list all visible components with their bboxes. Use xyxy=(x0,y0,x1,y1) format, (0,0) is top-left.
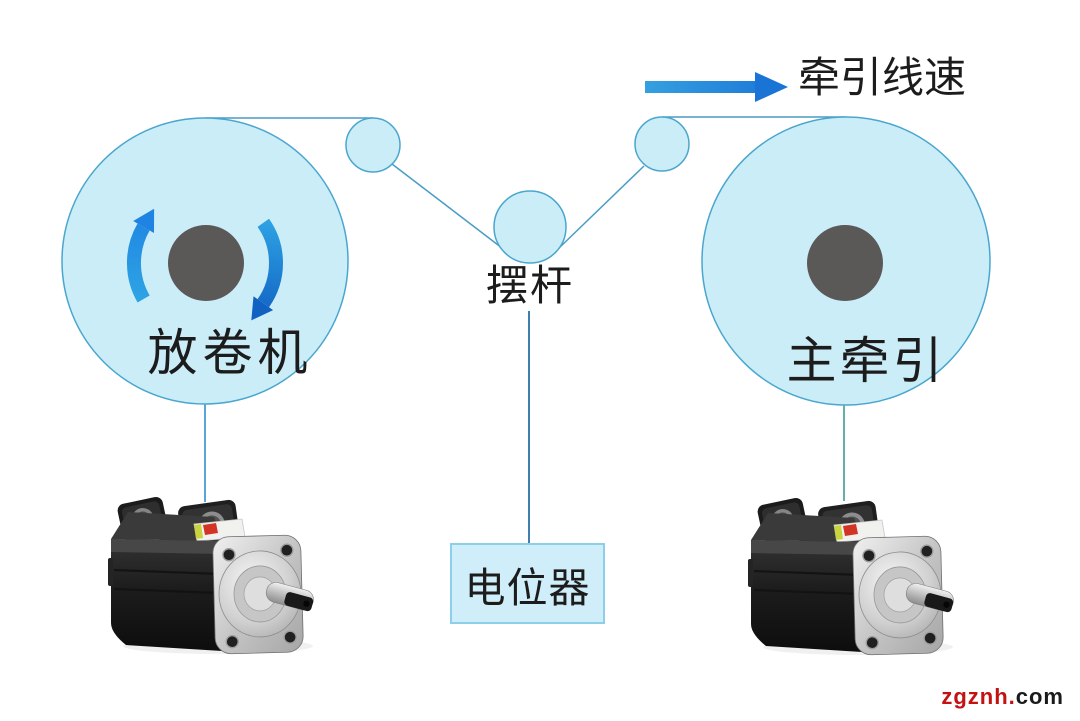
watermark-red-text: zgznh. xyxy=(941,684,1016,709)
rotation-arrows-icon xyxy=(127,208,283,321)
web-line-roller1-to-dancer xyxy=(391,163,503,249)
rotation-arrowhead-left xyxy=(133,208,155,233)
flow-arrow-icon xyxy=(645,72,788,102)
servo-motor-left xyxy=(106,494,317,656)
rotation-arc-left xyxy=(127,223,150,303)
potentiometer-label: 电位器 xyxy=(464,564,591,611)
potentiometer-box: 电位器 xyxy=(450,543,605,624)
traction-line-speed-label: 牵引线速 xyxy=(797,54,966,101)
dancer-label: 摆杆 xyxy=(485,262,574,309)
watermark-dark-text: com xyxy=(1015,684,1064,709)
unwinder-hub xyxy=(168,225,244,301)
flow-arrow-shaft xyxy=(645,81,755,93)
dancer-roller xyxy=(493,190,567,264)
guide-roller-left xyxy=(345,117,401,173)
web-line-dancer-to-roller2 xyxy=(557,165,645,250)
rotation-arc-right xyxy=(257,218,283,308)
flow-arrowhead xyxy=(755,72,788,102)
watermark: zgznh.com xyxy=(941,684,1064,710)
main-traction-label: 主牵引 xyxy=(786,333,946,389)
servo-motor-right xyxy=(746,495,957,657)
guide-roller-right xyxy=(634,116,690,172)
traction-hub xyxy=(807,225,883,301)
web-path-lines xyxy=(205,116,846,250)
unwinder-label: 放卷机 xyxy=(147,325,313,381)
rotation-arrowhead-right xyxy=(251,296,274,321)
